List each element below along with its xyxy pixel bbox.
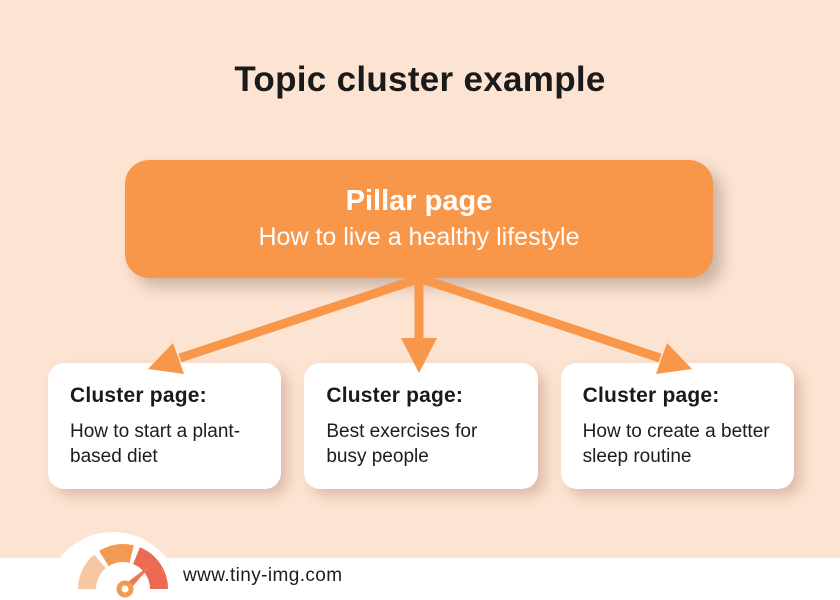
cluster-card-1-heading: Cluster page:	[70, 384, 207, 407]
cluster-card-2-heading: Cluster page:	[326, 384, 464, 407]
cluster-card-1: Cluster page: How to start a plant-based…	[48, 363, 282, 489]
arrow-line-right	[417, 273, 662, 363]
pillar-page-box: Pillar page How to live a healthy lifest…	[125, 160, 713, 278]
cluster-card-2: Cluster page: Best exercises for busy pe…	[304, 363, 538, 489]
pillar-heading: Pillar page	[345, 184, 493, 217]
cluster-card-2-description: Best exercises for busy people	[326, 421, 478, 468]
page-title: Topic cluster example	[234, 60, 606, 99]
gauge-segment-middle	[99, 544, 134, 567]
arrow-line-left	[178, 273, 423, 363]
gauge-segment-left	[78, 554, 107, 590]
speedometer-gauge-icon	[45, 532, 181, 600]
cluster-cards-row: Cluster page: How to start a plant-based…	[48, 363, 794, 489]
website-url: www.tiny-img.com	[183, 565, 343, 586]
cluster-card-3-description: How to create a better sleep routine	[582, 421, 770, 468]
pillar-subtitle: How to live a healthy lifestyle	[258, 223, 580, 252]
cluster-card-1-description: How to start a plant-based diet	[70, 421, 241, 468]
cluster-card-3: Cluster page: How to create a better sle…	[560, 363, 794, 489]
cluster-card-3-heading: Cluster page:	[582, 384, 720, 407]
gauge-pivot	[116, 580, 134, 598]
gauge-segment-right	[132, 547, 169, 590]
